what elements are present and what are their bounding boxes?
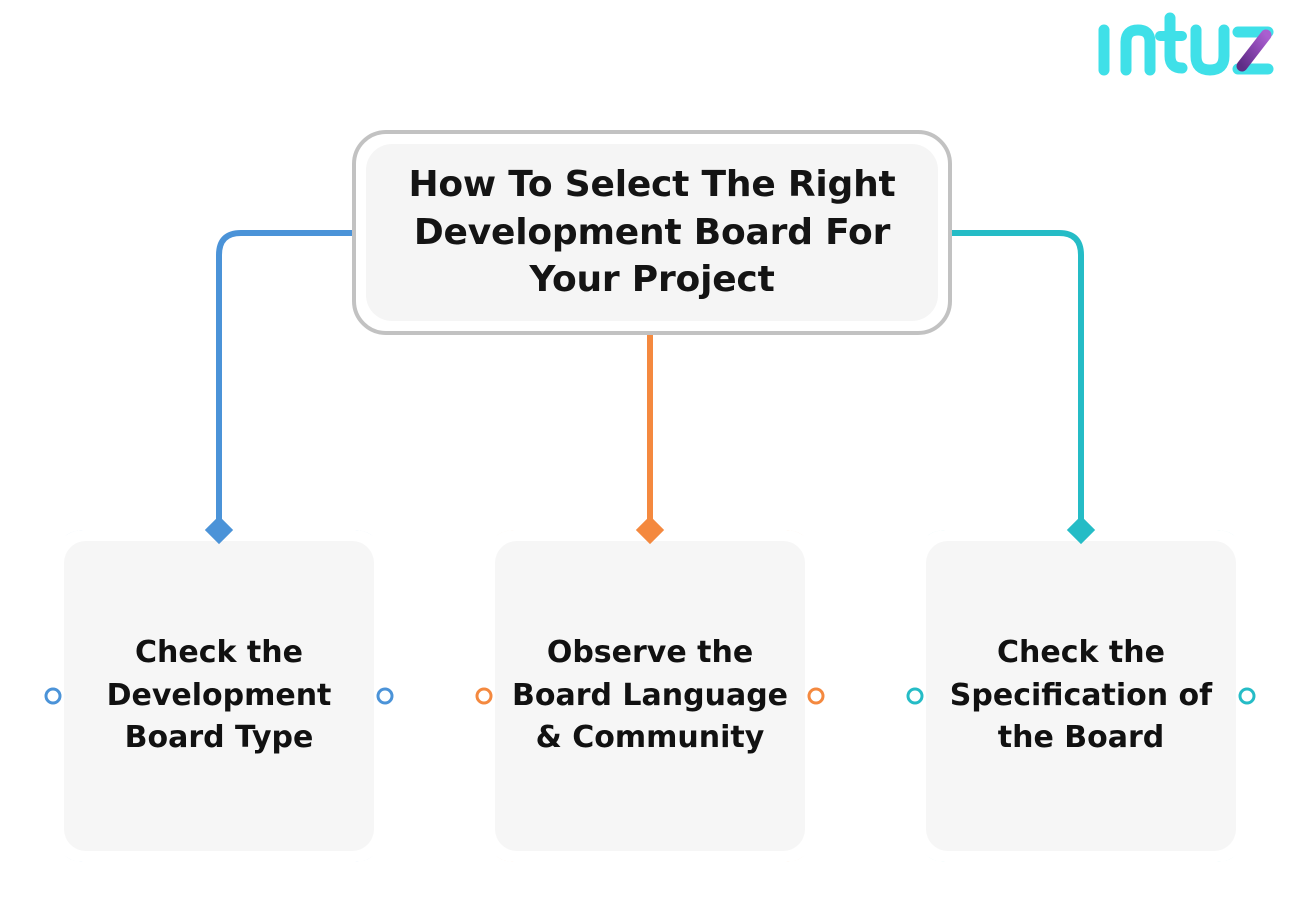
- card-label: Observe the Board Language & Community: [511, 635, 789, 756]
- card-label: Check the Specification of the Board: [949, 635, 1213, 756]
- port-circle-left-icon: [475, 687, 493, 705]
- port-circle-right-icon: [1238, 687, 1256, 705]
- branch-card-development-board-type[interactable]: Check the Development Board Type: [44, 515, 394, 862]
- branch-card-specification-of-board[interactable]: Check the Specification of the Board: [906, 515, 1256, 862]
- port-circle-right-icon: [376, 687, 394, 705]
- card-panel: Check the Specification of the Board: [926, 541, 1236, 851]
- title-panel: How To Select The Right Development Boar…: [366, 144, 938, 321]
- port-circle-left-icon: [44, 687, 62, 705]
- intuz-logo: [1098, 12, 1274, 76]
- title-box: How To Select The Right Development Boar…: [352, 130, 952, 335]
- branch-card-board-language-community[interactable]: Observe the Board Language & Community: [475, 515, 825, 862]
- port-circle-right-icon: [807, 687, 825, 705]
- card-panel: Check the Development Board Type: [64, 541, 374, 851]
- connector-left: [216, 230, 352, 530]
- port-circle-left-icon: [906, 687, 924, 705]
- page-title: How To Select The Right Development Boar…: [408, 164, 896, 301]
- connector-right: [952, 230, 1084, 530]
- card-panel: Observe the Board Language & Community: [495, 541, 805, 851]
- card-label: Check the Development Board Type: [106, 635, 332, 756]
